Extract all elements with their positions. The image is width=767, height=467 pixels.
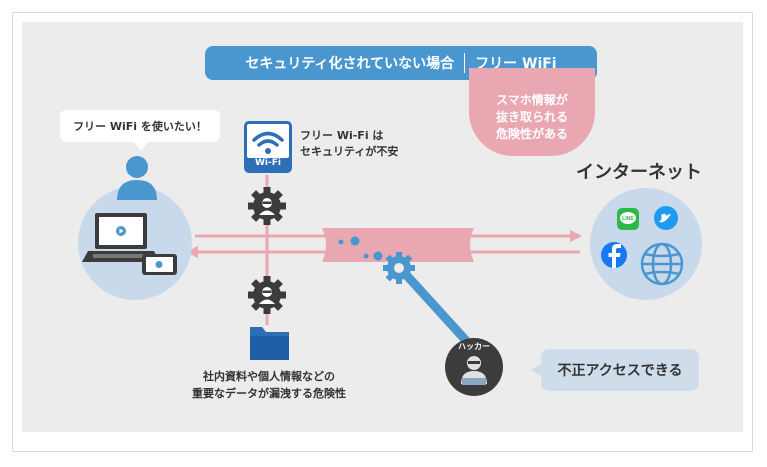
arrowhead-right [570, 230, 582, 242]
risk-bubble: スマホ情報が 抜き取られる 危険性がある [469, 68, 595, 156]
globe-icon [640, 242, 684, 286]
banner-left-text: セキュリティ化されていない場合 [245, 56, 455, 72]
wifi-caption-line-2: セキュリティが不安 [300, 145, 399, 158]
user-speech-bubble: フリー WiFi を使いたい！ [60, 110, 220, 151]
svg-text:LINE: LINE [622, 216, 634, 222]
smartphone-icon [142, 254, 177, 275]
wifi-icon-label: Wi-Fi [255, 158, 281, 168]
folder-icon [250, 327, 289, 360]
risk-line-2: 抜き取られる [495, 109, 568, 124]
data-caption-line-2: 重要なデータが漏洩する危険性 [192, 387, 346, 400]
blue-gear-icon [383, 252, 415, 284]
risk-line-1: スマホ情報が [496, 92, 568, 107]
hacker-gear-icon [248, 187, 286, 225]
wifi-icon [244, 121, 292, 173]
laptop-icon [82, 213, 160, 262]
data-caption-line-1: 社内資料や個人情報などの [203, 370, 335, 383]
hacker-gear-icon [248, 276, 286, 314]
user-speech-text: フリー WiFi を使いたい！ [73, 120, 207, 133]
intercept-tube [322, 228, 474, 262]
data-leak-caption: 社内資料や個人情報などの 重要なデータが漏洩する危険性 [184, 368, 354, 402]
access-callout-text: 不正アクセスできる [557, 363, 683, 379]
banner-divider [464, 53, 466, 73]
access-callout: 不正アクセスできる [531, 349, 699, 391]
data-dot [338, 239, 344, 245]
twitter-icon [654, 206, 678, 230]
hacker-icon [461, 356, 487, 385]
user-person-icon [117, 156, 157, 200]
facebook-icon [601, 242, 627, 268]
data-dot [350, 236, 360, 246]
data-dot [363, 253, 369, 259]
wifi-caption-line-1: フリー Wi-Fi は [300, 129, 384, 142]
internet-circle [590, 188, 702, 300]
data-dot [373, 251, 383, 261]
line-app-icon: LINE [617, 208, 639, 230]
internet-label: インターネット [576, 162, 702, 183]
hacker-label: ハッカー [458, 342, 490, 351]
arrowhead-left [186, 246, 198, 258]
risk-line-3: 危険性がある [495, 126, 568, 141]
wifi-caption: フリー Wi-Fi は セキュリティが不安 [300, 128, 398, 160]
hacker-link-line [395, 263, 475, 350]
